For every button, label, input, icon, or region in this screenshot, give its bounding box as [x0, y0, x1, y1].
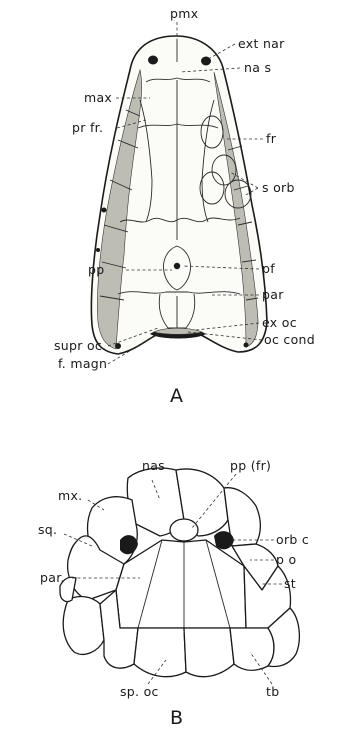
right-ext-nar: [201, 57, 211, 66]
margin-spot-2: [96, 248, 100, 252]
label-nas: nas: [142, 458, 165, 473]
bone-sp-oc: [134, 628, 186, 677]
label-pf: pf: [262, 261, 275, 276]
label-pp: pp: [88, 262, 104, 277]
label-par-b: par.: [40, 570, 65, 585]
label-oc-cond: oc cond: [264, 332, 315, 347]
label-ex-oc: ex oc: [262, 315, 297, 330]
label-fr: fr: [266, 131, 277, 146]
label-pp-fr: pp (fr): [230, 458, 271, 473]
label-s-orb: s orb: [262, 180, 295, 195]
skull-b-drawing: [60, 468, 299, 677]
label-pr-fr: pr fr.: [72, 120, 103, 135]
label-st: st: [284, 576, 296, 591]
left-ext-nar: [148, 56, 158, 65]
label-f-magn: f. magn: [58, 356, 107, 371]
label-p-o: p o: [276, 552, 296, 567]
label-mx: mx.: [58, 488, 82, 503]
margin-spot-1: [102, 208, 107, 213]
label-orb-c: orb c: [276, 532, 309, 547]
label-tb: tb: [266, 684, 279, 699]
pineal-foramen: [174, 263, 180, 269]
panel-label-b: B: [170, 707, 183, 729]
label-max: max: [84, 90, 112, 105]
label-par: par: [262, 287, 284, 302]
margin-spot-4: [244, 343, 249, 348]
label-na-s: na s: [244, 60, 271, 75]
label-supr-oc: supr oc.: [54, 338, 106, 353]
label-pmx: pmx: [170, 6, 198, 21]
skull-a-drawing: [91, 36, 267, 354]
bone-pp-fr: [170, 519, 198, 541]
label-sp-oc: sp. oc: [120, 684, 159, 699]
bone-lower-l1: [63, 597, 104, 655]
label-sq: sq.: [38, 522, 57, 537]
label-ext-nar: ext nar: [238, 36, 285, 51]
panel-label-a: A: [170, 385, 183, 407]
bone-sp-oc-r: [184, 628, 234, 677]
margin-spot-3: [115, 343, 121, 349]
bone-tb: [230, 628, 274, 670]
